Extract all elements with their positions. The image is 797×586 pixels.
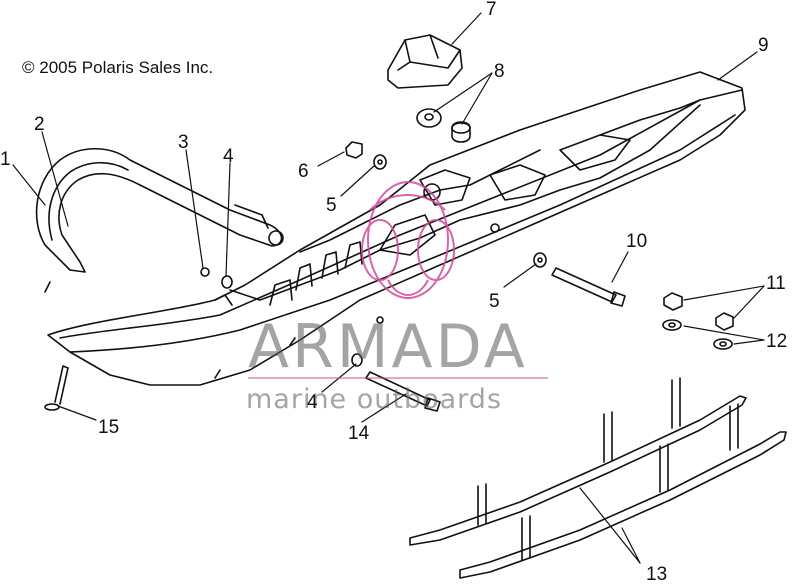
carbide-runners (409, 377, 787, 579)
watermark-subtitle: marine outboards (246, 384, 503, 415)
pivot-bolt (365, 371, 441, 412)
callout-1: 1 (0, 149, 11, 170)
callout-10: 10 (626, 231, 648, 252)
callout-4-lower: 4 (307, 392, 318, 413)
washer-and-bushing (416, 108, 471, 143)
callout-3: 3 (178, 132, 189, 153)
callout-9: 9 (758, 35, 769, 56)
rivet (44, 365, 69, 411)
callout-5-upper: 5 (326, 195, 337, 216)
callout-7: 7 (486, 0, 497, 20)
callout-14: 14 (348, 423, 370, 444)
callout-11: 11 (766, 273, 786, 294)
watermark-title: ARMADA (248, 312, 528, 382)
callout-5-lower: 5 (489, 291, 500, 312)
ski-body (47, 71, 746, 386)
small-hardware (200, 141, 547, 367)
callout-12: 12 (766, 331, 788, 352)
watermark-divider (248, 377, 548, 379)
wear-block (387, 34, 463, 89)
callout-4-upper: 4 (223, 146, 234, 167)
watermark-logo-mark (361, 181, 455, 299)
leader-lines (12, 12, 765, 564)
callout-2: 2 (34, 114, 45, 135)
callout-6: 6 (298, 161, 309, 182)
ski-handle (35, 148, 284, 293)
nuts-and-washers (662, 292, 734, 350)
copyright-notice: © 2005 Polaris Sales Inc. (22, 58, 214, 77)
callout-8: 8 (494, 61, 505, 82)
spindle-bolt (551, 267, 626, 307)
callout-13: 13 (646, 564, 668, 585)
callout-15: 15 (98, 417, 120, 438)
